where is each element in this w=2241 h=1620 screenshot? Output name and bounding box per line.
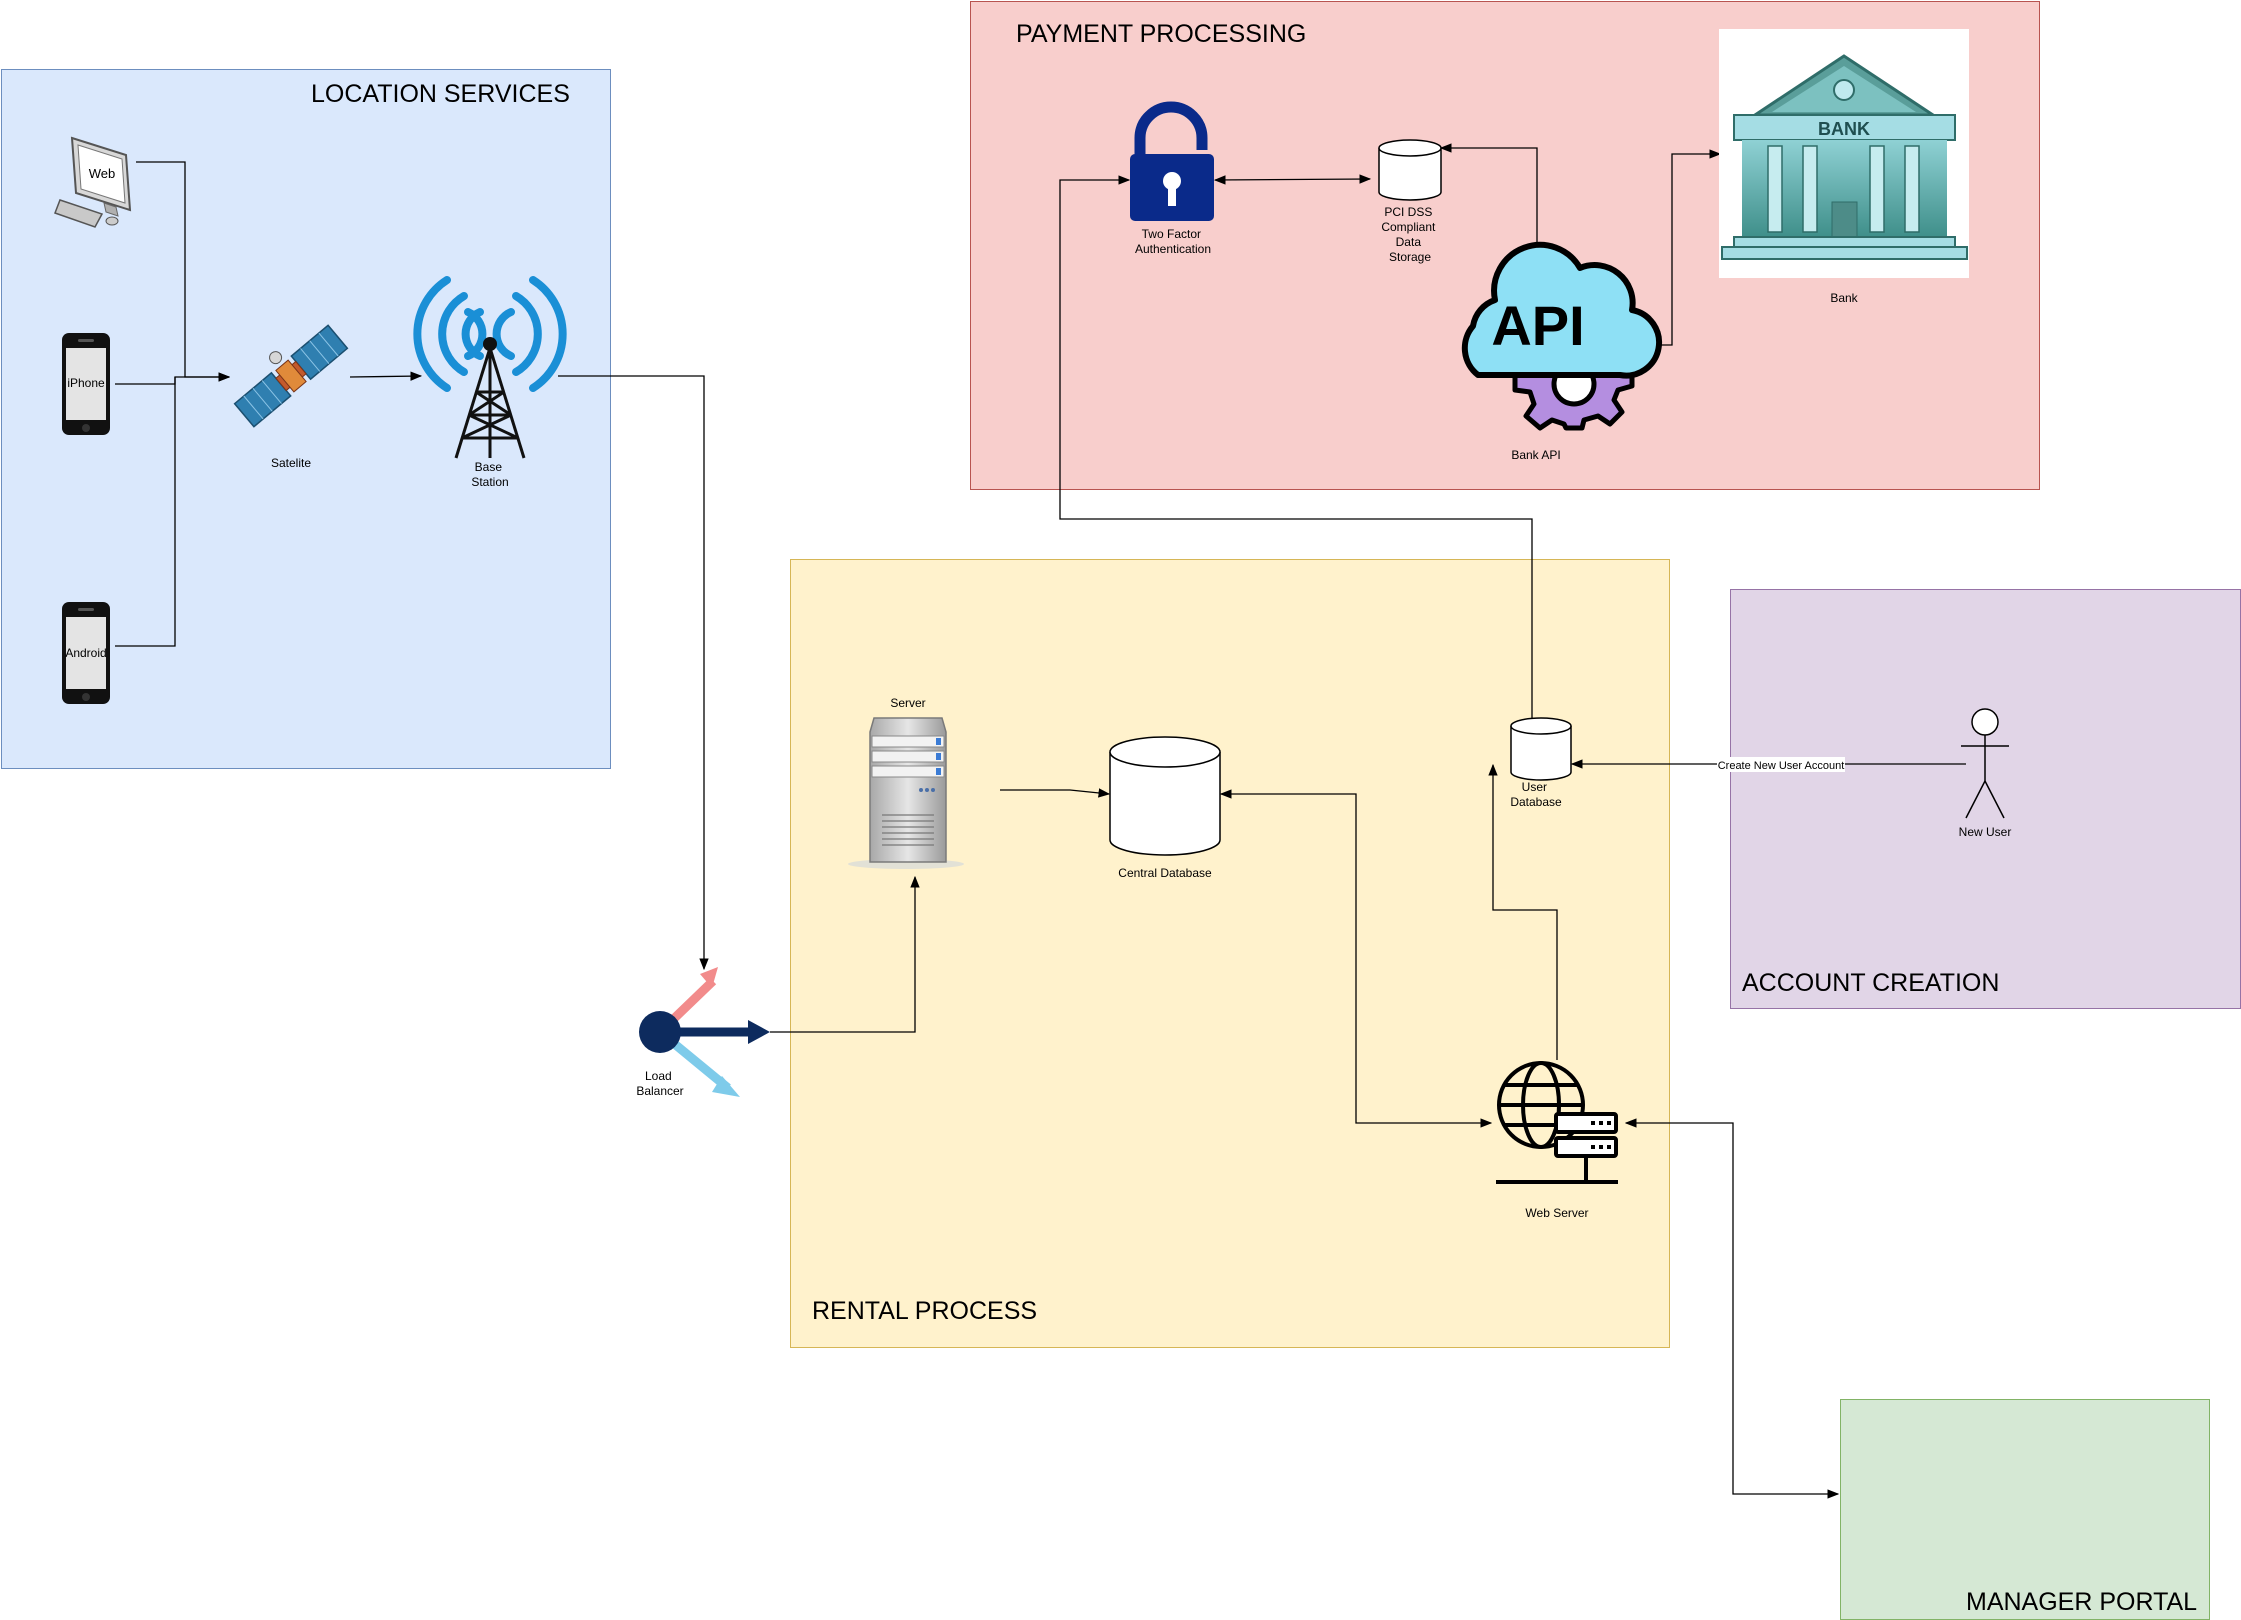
edge-two-factor-pci: [1213, 174, 1372, 185]
edge-manager-web-server: [1624, 1118, 1840, 1499]
tower-frame-icon: [454, 347, 526, 459]
smartphone-icon: [62, 333, 110, 435]
api-sign: API: [1491, 294, 1584, 357]
stick-figure-icon: [1961, 708, 2009, 819]
satellite-icon: [233, 324, 349, 428]
pci-storage-label: PCI DSS Compliant Data Storage: [1381, 205, 1438, 264]
user-database-icon: [1510, 717, 1572, 781]
satellite-label: Satelite: [271, 456, 311, 470]
database-cylinder-icon: [1109, 736, 1221, 856]
payment-processing-title: PAYMENT PROCESSING: [1016, 20, 1307, 48]
edge-base-station-to-load-balancer: [558, 375, 709, 971]
location-services-title: LOCATION SERVICES: [311, 80, 570, 108]
bank-node[interactable]: BANK Bank: [1719, 29, 1969, 305]
rental-process-title: RENTAL PROCESS: [812, 1297, 1038, 1325]
desktop-computer-icon: [54, 136, 132, 228]
padlock-icon: [1130, 101, 1214, 221]
manager-portal-region: MANAGER PORTAL: [1840, 1399, 2210, 1620]
two-factor-label: Two Factor Authentication: [1135, 227, 1211, 256]
edge-central-db-web-server: [1219, 789, 1493, 1128]
bank-sign: BANK: [1818, 119, 1870, 139]
antenna-tower-icon: [413, 276, 567, 392]
edge-android-to-satellite: [115, 377, 176, 647]
central-database-label: Central Database: [1118, 866, 1212, 880]
edge-server-to-central-db: [1000, 788, 1111, 798]
api-cloud-gear-icon: API: [1461, 241, 1663, 431]
base-station-node[interactable]: Base Station: [413, 276, 567, 489]
web-label: Web: [89, 166, 116, 181]
account-creation-region: ACCOUNT CREATION: [1730, 589, 2241, 1009]
load-balancer-icon: [639, 967, 770, 1097]
base-station-label: Base Station: [471, 460, 508, 489]
satellite-node[interactable]: Satelite: [225, 314, 349, 470]
edge-load-balancer-to-server: [770, 875, 920, 1033]
svg-text:Create New User Account: Create New User Account: [1718, 760, 1845, 772]
android-label: Android: [65, 646, 106, 660]
pci-storage-node[interactable]: PCI DSS Compliant Data Storage: [1378, 139, 1442, 264]
account-creation-title: ACCOUNT CREATION: [1742, 969, 2000, 997]
central-database-node[interactable]: Central Database: [1109, 736, 1221, 880]
server-tower-icon: [848, 717, 964, 869]
bank-building-icon: BANK: [1721, 54, 1968, 260]
user-database-node[interactable]: User Database: [1510, 717, 1572, 809]
new-user-node[interactable]: New User: [1959, 708, 2012, 839]
bank-label: Bank: [1830, 291, 1858, 305]
web-node[interactable]: Web: [54, 136, 132, 228]
android-phone-icon: [62, 602, 110, 704]
new-user-label: New User: [1959, 825, 2012, 839]
secure-storage-icon: [1378, 139, 1442, 201]
bank-api-label: Bank API: [1511, 448, 1560, 462]
edge-pci-bank-api: [1439, 143, 1542, 261]
iphone-node[interactable]: iPhone: [62, 333, 110, 435]
edge-satellite-to-base-station: [349, 371, 423, 381]
edge-label-create-account: Create New User Account: [1717, 757, 1845, 772]
bank-api-node[interactable]: API Bank API: [1461, 241, 1663, 462]
edge-web-server-to-user-db: [1488, 763, 1558, 1060]
android-node[interactable]: Android: [62, 602, 110, 704]
user-database-label: User Database: [1510, 780, 1562, 809]
globe-server-icon: [1496, 1061, 1618, 1184]
iphone-label: iPhone: [67, 376, 105, 390]
web-server-label: Web Server: [1525, 1206, 1588, 1220]
connectors: [115, 143, 1966, 1499]
two-factor-node[interactable]: Two Factor Authentication: [1130, 101, 1214, 256]
manager-portal-title: MANAGER PORTAL: [1966, 1588, 2198, 1616]
edge-web-to-satellite: [136, 161, 231, 382]
server-node[interactable]: Server: [848, 696, 964, 869]
load-balancer-label: Load Balancer: [636, 1069, 683, 1098]
web-server-node[interactable]: Web Server: [1496, 1061, 1618, 1220]
load-balancer-node[interactable]: Load Balancer: [636, 967, 770, 1098]
edge-iphone-to-satellite: [115, 372, 231, 385]
edge-user-db-to-two-factor: [1059, 175, 1533, 720]
server-label: Server: [890, 696, 925, 710]
